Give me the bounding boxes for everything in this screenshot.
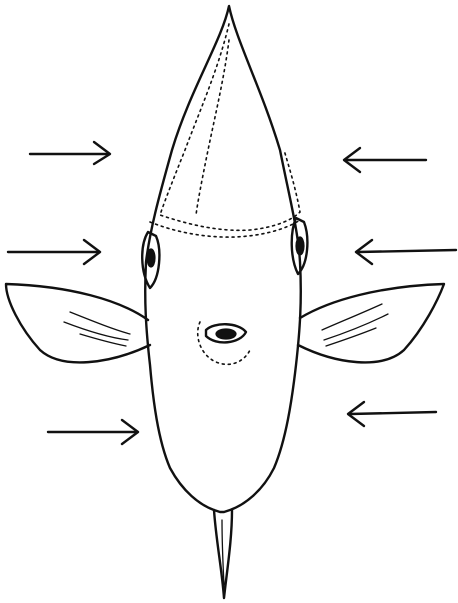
arrow-right-3 [348, 402, 436, 426]
arrow-left-1 [30, 142, 110, 164]
funnel-opening-icon [216, 329, 236, 339]
left-eye-icon [147, 249, 155, 267]
arrow-left-2 [8, 240, 100, 264]
gladius-center-line [196, 40, 229, 215]
right-fin-rays [322, 304, 388, 346]
right-fin [298, 284, 444, 362]
left-fin-rays [64, 312, 130, 346]
left-fin [6, 284, 150, 362]
right-eye-icon [296, 237, 304, 255]
arrow-right-2 [356, 240, 456, 264]
arrow-left-3 [48, 420, 138, 444]
arrow-right-1 [344, 148, 426, 172]
mantle-edge-dots [150, 220, 300, 237]
